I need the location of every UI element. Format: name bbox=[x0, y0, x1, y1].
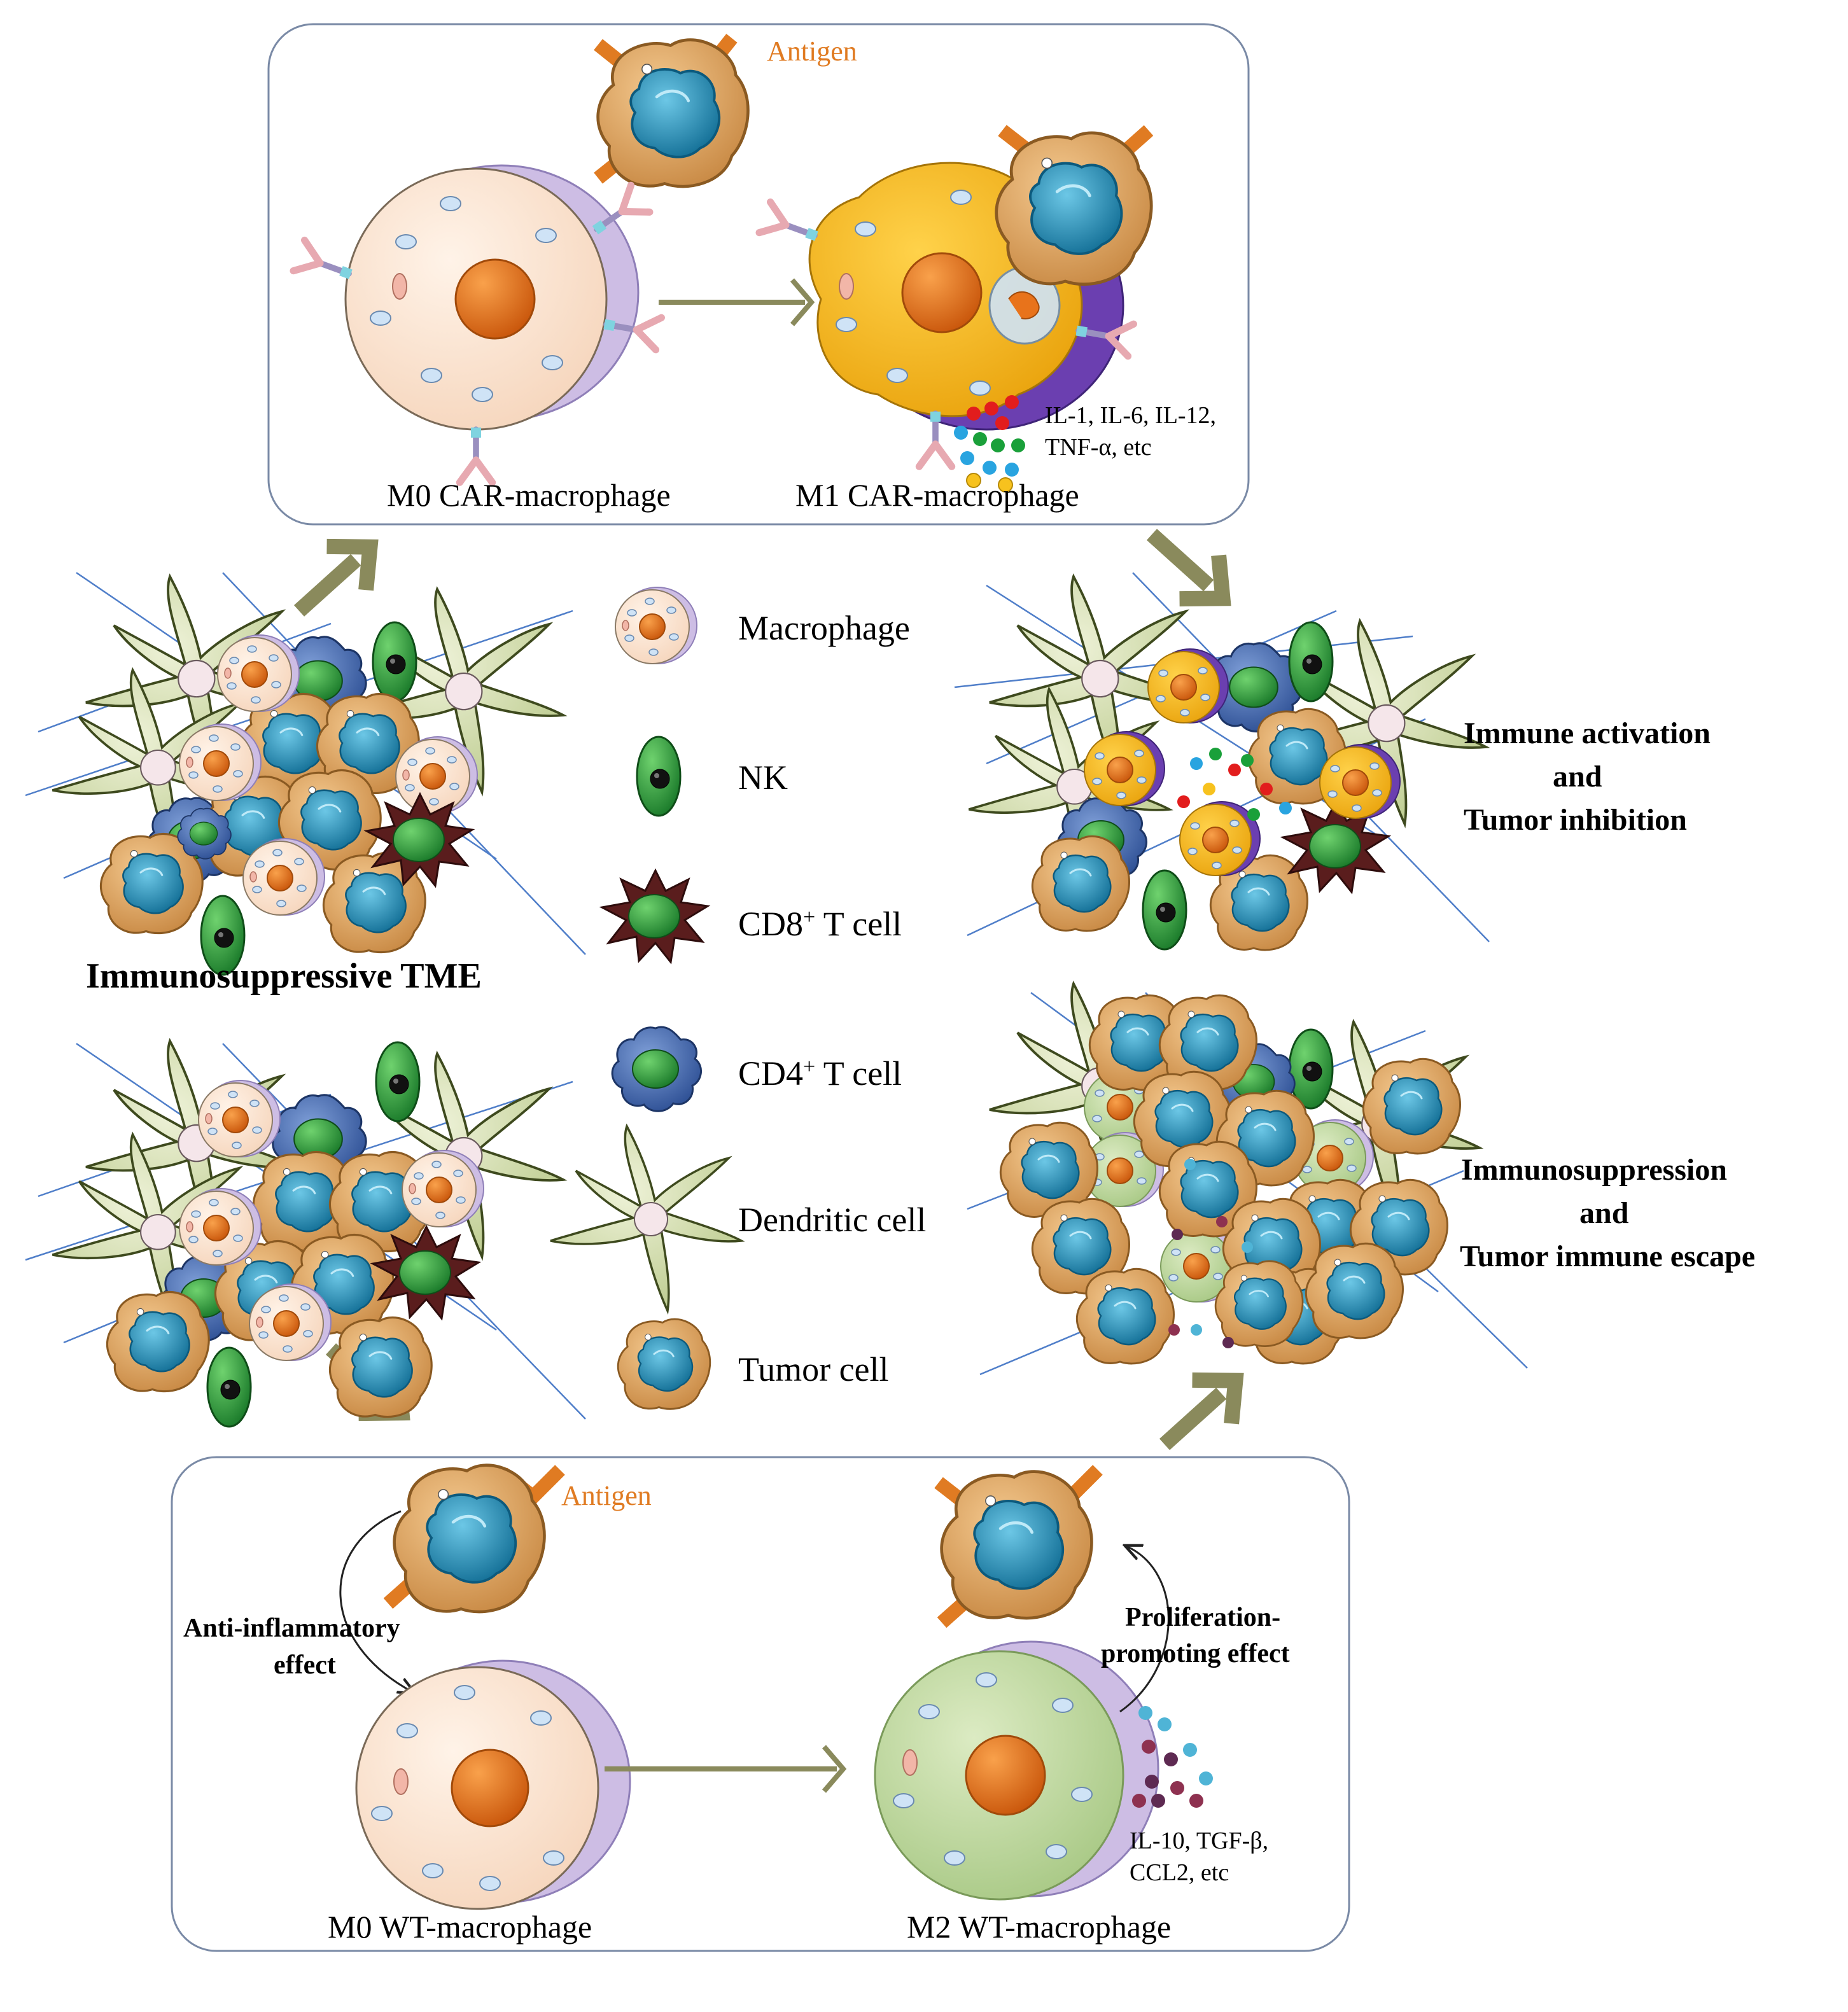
legend-tumor-label: Tumor cell bbox=[738, 1350, 889, 1388]
m0-to-m2-arrow bbox=[605, 1745, 847, 1793]
legend-cd4-icon bbox=[611, 1026, 703, 1112]
m0-wt-macrophage bbox=[355, 1659, 631, 1910]
wt-to-escape-arrow bbox=[1145, 1359, 1255, 1466]
m1-cytokine-dots bbox=[954, 395, 1025, 493]
tme-label: Immunosuppressive TME bbox=[86, 956, 482, 996]
m2-cytokine-dots bbox=[1132, 1706, 1213, 1808]
activation-line2: and bbox=[1553, 760, 1602, 793]
legend-cd8-icon bbox=[601, 869, 709, 963]
m1-car-macrophage-label: M1 CAR-macrophage bbox=[795, 477, 1079, 513]
tme-cluster-bottom-left bbox=[25, 1040, 586, 1428]
m0-wt-macrophage-label: M0 WT-macrophage bbox=[328, 1909, 592, 1945]
m2-target-tumor-cell bbox=[934, 1465, 1103, 1628]
escape-cluster bbox=[967, 982, 1528, 1376]
m1-cytokines-line2: TNF-α, etc bbox=[1045, 434, 1152, 461]
proliferation-line1: Proliferation- bbox=[1125, 1603, 1280, 1632]
legend-nk-label: NK bbox=[738, 758, 788, 797]
legend-tumor-icon bbox=[617, 1318, 711, 1410]
anti-inflammatory-line2: effect bbox=[274, 1651, 336, 1680]
legend-macrophage-label: Macrophage bbox=[738, 609, 910, 647]
activation-line3: Tumor inhibition bbox=[1464, 803, 1687, 837]
legend-dendritic-label: Dendritic cell bbox=[738, 1201, 926, 1239]
bottom-antigen-label: Antigen bbox=[561, 1480, 652, 1511]
legend-nk-icon bbox=[636, 736, 682, 817]
escape-line3: Tumor immune escape bbox=[1460, 1240, 1755, 1273]
m2-cytokines-line1: IL-10, TGF-β, bbox=[1130, 1827, 1268, 1854]
m1-target-tumor-cell bbox=[997, 125, 1154, 284]
m0-car-macrophage bbox=[293, 164, 661, 482]
top-antigen-tumor-cell bbox=[594, 34, 748, 186]
legend-cd4-label: CD4+ T cell bbox=[738, 1054, 902, 1093]
anti-inflammatory-line1: Anti-inflammatory bbox=[183, 1614, 400, 1643]
proliferation-arc bbox=[1119, 1546, 1170, 1713]
m2-wt-macrophage bbox=[874, 1640, 1159, 1901]
activation-line1: Immune activation bbox=[1464, 716, 1711, 750]
m0-to-m1-arrow bbox=[659, 278, 815, 326]
escape-line2: and bbox=[1579, 1196, 1629, 1230]
m2-wt-macrophage-label: M2 WT-macrophage bbox=[907, 1909, 1171, 1945]
bottom-antigen-tumor-cell bbox=[383, 1465, 565, 1612]
legend-cd8-label: CD8+ T cell bbox=[738, 905, 902, 943]
top-antigen-label: Antigen bbox=[767, 36, 857, 67]
legend-macrophage-icon bbox=[615, 587, 697, 664]
car-macrophage-panel bbox=[267, 23, 1250, 526]
escape-line1: Immunosuppression bbox=[1461, 1153, 1727, 1187]
car-to-activation-arrow bbox=[1132, 513, 1242, 620]
anti-inflammatory-arc bbox=[339, 1510, 414, 1693]
m0-car-macrophage-label: M0 CAR-macrophage bbox=[387, 477, 671, 513]
activation-cluster bbox=[954, 572, 1490, 951]
proliferation-line2: promoting effect bbox=[1101, 1639, 1290, 1668]
tme-cluster-top-left bbox=[25, 571, 586, 976]
wt-macrophage-panel bbox=[171, 1456, 1350, 1952]
m2-cytokines-line2: CCL2, etc bbox=[1130, 1859, 1229, 1886]
legend: Macrophage NK CD8+ T cell CD4+ T cell De… bbox=[549, 587, 926, 1410]
m1-cytokines-line1: IL-1, IL-6, IL-12, bbox=[1045, 402, 1216, 429]
legend-dendritic-icon bbox=[549, 1125, 743, 1312]
tme-to-car-arrow bbox=[279, 525, 389, 632]
